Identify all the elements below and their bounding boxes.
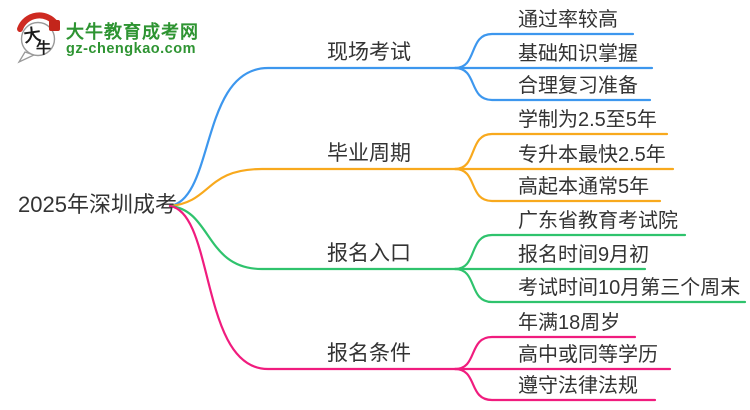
logo-subtitle: gz-chengkao.com bbox=[66, 41, 196, 57]
site-logo: 大 牛 大牛教育成考网 gz-chengkao.com bbox=[12, 8, 272, 64]
leaf-node: 基础知识掌握 bbox=[518, 43, 638, 65]
daniu-bubble-icon: 大 牛 bbox=[17, 12, 60, 64]
leaf-line-cycle-1 bbox=[453, 132, 669, 171]
root-node: 2025年深圳成考 bbox=[18, 192, 177, 217]
branch-node-condition: 报名条件 bbox=[327, 342, 411, 365]
leaf-node: 遵守法律法规 bbox=[518, 375, 638, 397]
branch-node-exam: 现场考试 bbox=[327, 41, 411, 64]
leaf-line-exam-1 bbox=[453, 32, 635, 70]
branch-line-exam bbox=[168, 66, 457, 208]
branch-line-condition bbox=[168, 204, 457, 371]
logo-red-seal bbox=[49, 20, 60, 31]
leaf-node: 通过率较高 bbox=[518, 9, 618, 31]
leaf-node: 合理复习准备 bbox=[518, 75, 638, 97]
leaf-node: 高起本通常5年 bbox=[518, 176, 650, 198]
leaf-line-exam-3 bbox=[453, 66, 652, 102]
leaf-node: 高中或同等学历 bbox=[518, 344, 658, 366]
leaf-line-entry-1 bbox=[453, 233, 687, 271]
branch-line-entry bbox=[168, 204, 457, 271]
leaf-node: 年满18周岁 bbox=[518, 312, 621, 334]
leaf-node: 考试时间10月第三个周末 bbox=[518, 277, 741, 299]
branch-node-entry: 报名入口 bbox=[327, 242, 411, 265]
leaf-line-cycle-3 bbox=[453, 167, 662, 203]
branch-line-cycle bbox=[168, 167, 457, 208]
branch-node-cycle: 毕业周期 bbox=[327, 142, 411, 165]
leaf-node: 专升本最快2.5年 bbox=[518, 144, 666, 166]
leaf-node: 学制为2.5至5年 bbox=[518, 109, 657, 131]
logo-title: 大牛教育成考网 bbox=[66, 22, 199, 42]
logo-char-niu: 牛 bbox=[36, 39, 51, 57]
logo-char-da: 大 bbox=[23, 24, 43, 46]
leaf-node: 广东省教育考试院 bbox=[518, 210, 678, 232]
leaf-node: 报名时间9月初 bbox=[518, 244, 650, 266]
leaf-line-condition-3 bbox=[453, 367, 657, 402]
leaf-line-entry-3 bbox=[453, 267, 747, 304]
